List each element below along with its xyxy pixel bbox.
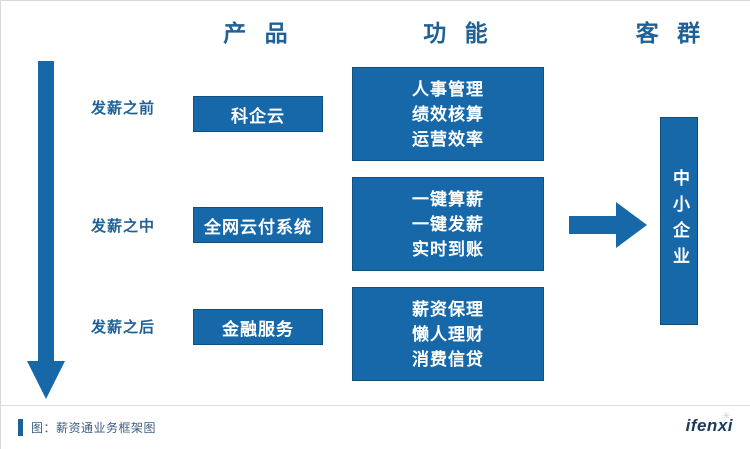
customer-box-label: 中小企业: [670, 169, 689, 273]
function-line: 运营效率: [412, 129, 484, 149]
function-line: 薪资保理: [412, 299, 484, 319]
product-box-financial-services: 金融服务: [193, 309, 323, 345]
function-line: 绩效核算: [412, 104, 484, 124]
timeline-down-arrow-icon: [27, 61, 65, 399]
stage-label-before-payroll: 发薪之前: [90, 100, 155, 117]
customer-box-sme: 中小企业: [660, 117, 698, 325]
function-line: 消费信贷: [412, 349, 484, 369]
function-box-during-payroll: 一键算薪 一键发薪 实时到账: [352, 177, 544, 271]
sparkle-icon: ✳: [722, 411, 731, 422]
column-header-product: 产 品: [223, 20, 294, 46]
function-line: 懒人理财: [412, 324, 484, 344]
function-line: 人事管理: [412, 79, 484, 99]
function-box-after-payroll: 薪资保理 懒人理财 消费信贷: [352, 287, 544, 381]
stage-label-after-payroll: 发薪之后: [90, 319, 155, 336]
footer-accent-bar: [18, 419, 23, 436]
product-box-quanwang-yunfu: 全网云付系统: [193, 207, 323, 243]
stage-label-during-payroll: 发薪之中: [90, 218, 155, 235]
function-box-before-payroll: 人事管理 绩效核算 运营效率: [352, 67, 544, 161]
figure-footer: 图：薪资通业务框架图 ✳ ifenxi: [1, 405, 750, 449]
function-line: 一键算薪: [412, 189, 484, 209]
function-line: 实时到账: [412, 239, 484, 259]
brand-logo: ifenxi: [685, 416, 733, 435]
business-framework-diagram: 产 品 功 能 客 群 发薪之前 发薪之中 发薪之后 科企云 全网云付系统 金融…: [1, 1, 750, 405]
function-line: 一键发薪: [412, 214, 484, 234]
figure-caption: 图：薪资通业务框架图: [31, 421, 157, 435]
flow-right-arrow-icon: [569, 202, 647, 248]
column-header-function: 功 能: [423, 20, 494, 46]
column-header-customer: 客 群: [635, 20, 707, 46]
product-box-keqiyun: 科企云: [193, 96, 323, 132]
